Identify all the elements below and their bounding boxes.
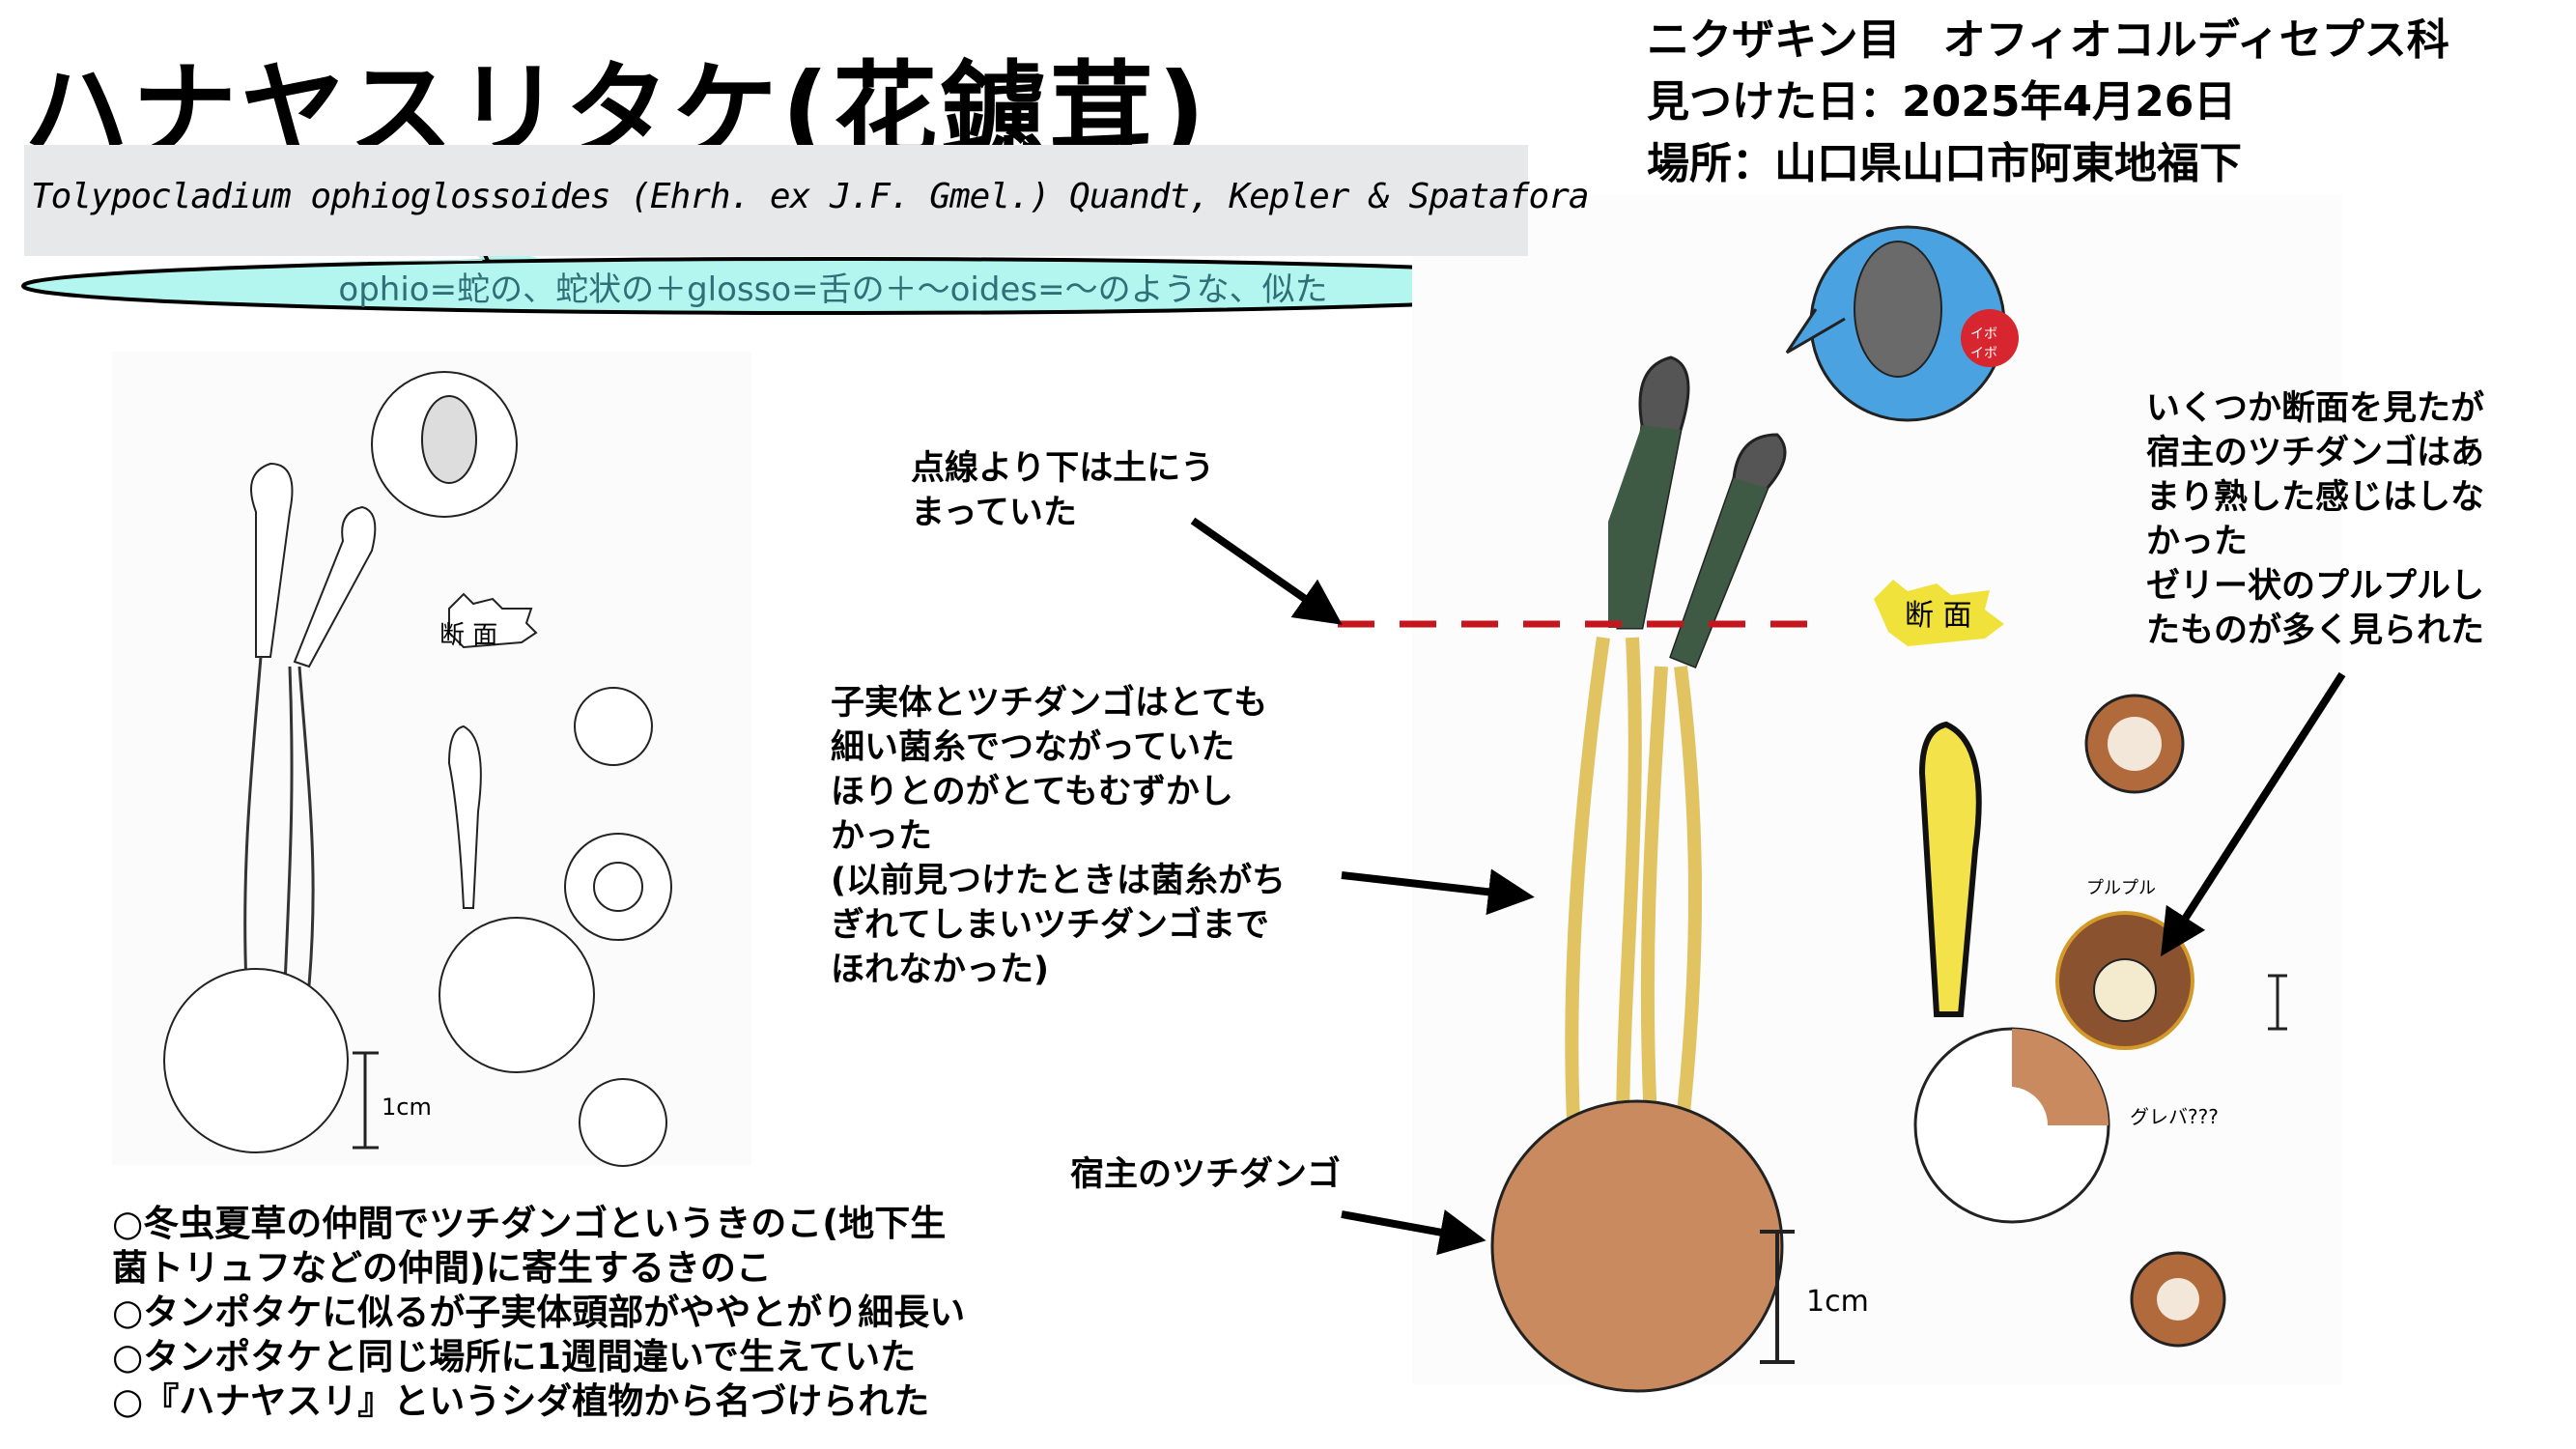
arrow-mycelium (1341, 868, 1535, 916)
location: 場所：山口県山口市阿東地福下 (1647, 139, 2242, 188)
sketch-label-scale-right: 1cm (1806, 1285, 1869, 1319)
colored-sketch (1412, 195, 2342, 1393)
annotation-line: たものが多く見られた (2146, 611, 2485, 650)
note-item: ○冬虫夏草の仲間でツチダンゴというきのこ(地下生 (112, 1203, 947, 1244)
date-found: 見つけた日：2025年4月26日 (1647, 77, 2237, 127)
sketch-label-jelly: プルプル (2086, 878, 2156, 898)
annotation-line: 点線より下は土にう (911, 449, 1215, 488)
etymology-text: ophio=蛇の、蛇状の＋glosso=舌の＋〜oides=〜のような、似た (338, 270, 1328, 309)
annotation-line: ほりとのがとてもむずかし (831, 773, 1233, 811)
arrow-section (2161, 671, 2346, 957)
annotation-line: 細い菌糸でつながっていた (831, 728, 1235, 767)
note-item: ○タンポタケと同じ場所に1週間違いで生えていた (112, 1336, 917, 1378)
info-block: ニクザキン目 オフィオコルディセプス科 見つけた日：2025年4月26日 場所：… (1647, 10, 2449, 195)
annotation-soil: 点線より下は土にう まっていた (911, 446, 1214, 535)
note-item: ○『ハナヤスリ』というシダ植物から名づけられた (112, 1380, 930, 1422)
annotation-line: いくつか断面を見たが (2146, 389, 2485, 428)
annotation-line: まり熟した感じはしな (2146, 478, 2485, 517)
notes-list: ○冬虫夏草の仲間でツチダンゴというきのこ(地下生 菌トリュフなどの仲間)に寄生す… (112, 1202, 965, 1424)
sketch-label-bumpy: イボイボ (1970, 327, 1997, 361)
annotation-line: まっていた (911, 494, 1077, 532)
note-item: 菌トリュフなどの仲間)に寄生するきのこ (112, 1247, 772, 1289)
annotation-cross-section: いくつか断面を見たが 宿主のツチダンゴはあ まり熟した感じはしな かった ゼリー… (2146, 386, 2484, 653)
annotation-line: ぎれてしまいツチダンゴまで (831, 906, 1269, 945)
annotation-line: ゼリー状のプルプルし (2146, 567, 2485, 606)
sketch-label-section-left: 断 面 (439, 621, 498, 650)
arrow-soil (1190, 517, 1343, 625)
annotation-line: 宿主のツチダンゴはあ (2146, 434, 2485, 472)
taxonomy: ニクザキン目 オフィオコルディセプス科 (1647, 15, 2449, 65)
annotation-line: 子実体とツチダンゴはとても (831, 684, 1268, 723)
note-item: ○タンポタケに似るが子実体頭部がややとがり細長い (112, 1292, 966, 1333)
arrow-host (1341, 1209, 1486, 1256)
annotation-line: (以前見つけたときは菌糸がち (831, 862, 1286, 900)
scientific-name-box (24, 145, 1528, 256)
annotation-line: かった (831, 817, 933, 856)
sketch-label-gleba: グレバ??? (2130, 1105, 2219, 1128)
annotation-line: かった (2146, 523, 2249, 561)
scientific-name: Tolypocladium ophioglossoides (Ehrh. ex … (31, 177, 1590, 216)
sketch-label-section-right: 断 面 (1905, 599, 1972, 633)
sketch-label-scale-left: 1cm (382, 1094, 432, 1121)
pencil-sketch (112, 352, 751, 1167)
annotation-host: 宿主のツチダンゴ (1070, 1155, 1342, 1194)
annotation-line: ほれなかった) (831, 951, 1049, 989)
annotation-mycelium: 子実体とツチダンゴはとても 細い菌糸でつながっていた ほりとのがとてもむずかし … (831, 681, 1286, 992)
